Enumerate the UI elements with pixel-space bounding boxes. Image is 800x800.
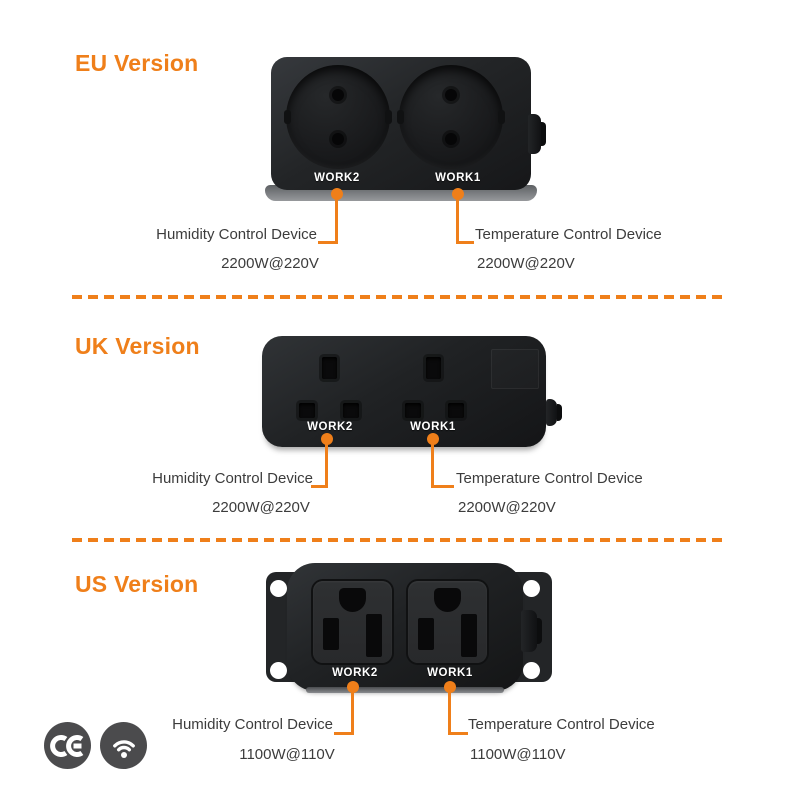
eu-work2-label: WORK2 bbox=[314, 172, 360, 184]
eu-socket-work1 bbox=[397, 65, 505, 169]
eu-socket-work2 bbox=[284, 65, 392, 169]
us-work2-label: WORK2 bbox=[332, 667, 378, 679]
callout-line bbox=[448, 687, 451, 735]
uk-humidity-power: 2200W@220V bbox=[212, 499, 310, 516]
us-socket-device: WORK2 WORK1 bbox=[266, 563, 558, 695]
ground-hole bbox=[339, 588, 366, 612]
uk-earth-slot bbox=[322, 357, 337, 379]
eu-section-title: EU Version bbox=[75, 50, 199, 76]
uk-label-recess bbox=[491, 349, 539, 389]
callout-line bbox=[451, 732, 468, 735]
section-divider bbox=[72, 538, 728, 542]
side-connector bbox=[528, 114, 546, 154]
screw-hole bbox=[270, 580, 287, 597]
outlet-slot bbox=[366, 614, 382, 657]
ce-mark-icon bbox=[44, 722, 91, 769]
screw-hole bbox=[270, 662, 287, 679]
us-humidity-label: Humidity Control Device bbox=[172, 716, 333, 733]
us-humidity-power: 1100W@110V bbox=[239, 746, 335, 763]
uk-socket-device: WORK2 WORK1 bbox=[262, 336, 562, 456]
callout-line bbox=[459, 241, 474, 244]
uk-pin-slot bbox=[343, 403, 359, 418]
screw-hole bbox=[523, 580, 540, 597]
outlet-slot bbox=[323, 618, 339, 650]
ground-hole bbox=[434, 588, 461, 612]
us-device-base bbox=[306, 687, 504, 693]
uk-device-body bbox=[262, 336, 546, 447]
callout-line bbox=[325, 439, 328, 488]
callout-line bbox=[334, 732, 352, 735]
section-divider bbox=[72, 295, 728, 299]
uk-work2-label: WORK2 bbox=[307, 421, 353, 433]
callout-line bbox=[434, 485, 454, 488]
callout-line bbox=[318, 241, 338, 244]
side-connector bbox=[546, 399, 562, 426]
callout-line bbox=[351, 687, 354, 735]
uk-section-title: UK Version bbox=[75, 333, 200, 359]
uk-pin-slot bbox=[405, 403, 421, 418]
us-outlet-work2 bbox=[313, 581, 392, 663]
uk-earth-slot bbox=[426, 357, 441, 379]
callout-line bbox=[311, 485, 328, 488]
uk-pin-slot bbox=[299, 403, 315, 418]
us-outlet-work1 bbox=[408, 581, 487, 663]
wifi-glyph bbox=[112, 739, 135, 758]
us-section-title: US Version bbox=[75, 571, 199, 597]
eu-socket-device: WORK2 WORK1 bbox=[265, 57, 546, 205]
uk-temperature-power: 2200W@220V bbox=[458, 499, 556, 516]
wifi-icon bbox=[100, 722, 147, 769]
eu-work1-label: WORK1 bbox=[435, 172, 481, 184]
socket-pin-hole bbox=[332, 89, 344, 101]
uk-humidity-label: Humidity Control Device bbox=[152, 470, 313, 487]
socket-pin-hole bbox=[445, 133, 457, 145]
uk-work1-label: WORK1 bbox=[410, 421, 456, 433]
outlet-slot bbox=[461, 614, 477, 657]
uk-temperature-label: Temperature Control Device bbox=[456, 470, 643, 487]
eu-temperature-power: 2200W@220V bbox=[477, 255, 575, 272]
us-temperature-power: 1100W@110V bbox=[470, 746, 566, 763]
uk-pin-slot bbox=[448, 403, 464, 418]
earth-clip-notch bbox=[498, 110, 505, 124]
socket-pin-hole bbox=[332, 133, 344, 145]
eu-humidity-label: Humidity Control Device bbox=[156, 226, 317, 243]
side-connector bbox=[521, 610, 542, 652]
ce-mark-glyph bbox=[49, 734, 83, 757]
callout-line bbox=[456, 194, 459, 244]
eu-temperature-label: Temperature Control Device bbox=[475, 226, 662, 243]
earth-clip-notch bbox=[397, 110, 404, 124]
eu-humidity-power: 2200W@220V bbox=[221, 255, 319, 272]
earth-clip-notch bbox=[284, 110, 291, 124]
socket-pin-hole bbox=[445, 89, 457, 101]
callout-line bbox=[335, 194, 338, 244]
us-temperature-label: Temperature Control Device bbox=[468, 716, 655, 733]
screw-hole bbox=[523, 662, 540, 679]
earth-clip-notch bbox=[385, 110, 392, 124]
us-work1-label: WORK1 bbox=[427, 667, 473, 679]
outlet-slot bbox=[418, 618, 434, 650]
callout-line bbox=[431, 439, 434, 488]
